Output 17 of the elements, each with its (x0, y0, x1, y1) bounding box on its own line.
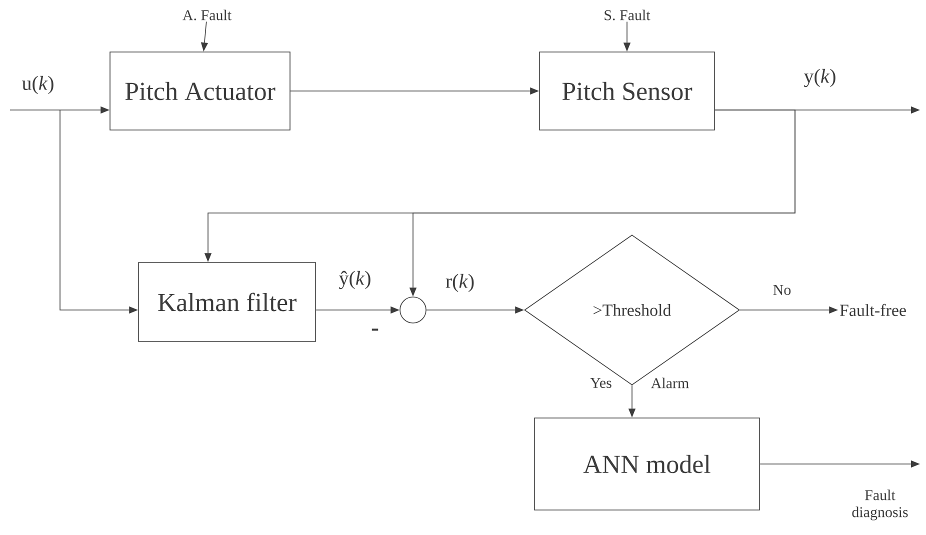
edge-label: r(k) (446, 274, 474, 292)
signal-label: S. Fault (604, 10, 650, 20)
edge-label: Yes (590, 378, 612, 388)
block-box: Kalman filter (138, 262, 316, 342)
block-box: Pitch Actuator (110, 52, 290, 130)
signal-label: A. Fault (182, 10, 232, 20)
signal-label: Fault-free (840, 304, 906, 316)
sign-label: - (372, 328, 378, 331)
edge-label: No (773, 285, 791, 295)
block-box: ANN model (534, 418, 760, 510)
edge-label: u(k) (22, 76, 54, 94)
edge-label: y(k) (804, 68, 836, 88)
summing-junction (400, 296, 426, 324)
block-box: Pitch Sensor (539, 52, 715, 130)
text-label: Alarm (650, 378, 689, 388)
edge-label: Fault diagnosis (852, 490, 908, 520)
edge-label: ŷ(k) (339, 270, 370, 290)
